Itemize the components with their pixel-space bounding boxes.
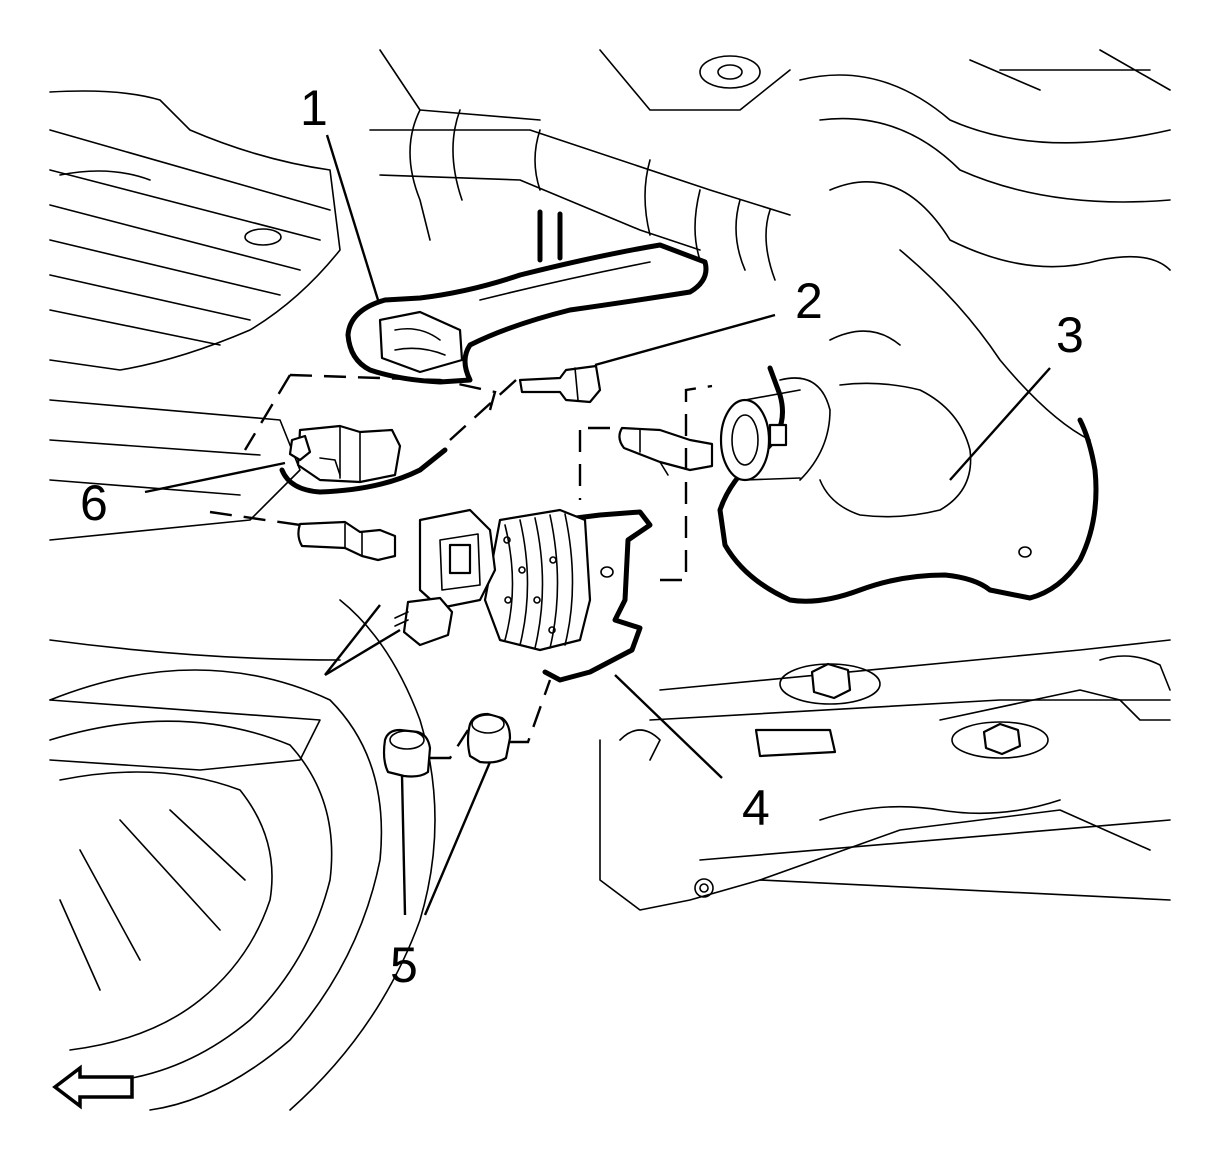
callout-2: 2 (795, 273, 823, 329)
component-6-connector (279, 424, 448, 495)
component-5-nuts (382, 712, 512, 778)
assembly-dash-lines (209, 373, 713, 760)
vehicle-underbody-background (49, 49, 1171, 1111)
callout-4: 4 (742, 780, 770, 836)
exhaust-stud (618, 426, 714, 476)
callout-1: 1 (300, 80, 328, 136)
exhaust-pipe-hose (345, 209, 709, 385)
leader-lines (144, 134, 1051, 916)
exhaust-converter (717, 330, 1099, 604)
callout-3: 3 (1056, 307, 1084, 363)
callout-5: 5 (390, 937, 418, 993)
component-4-assembly (297, 508, 653, 683)
callout-labels: 1 2 3 4 5 6 (80, 80, 1084, 993)
left-arrow-icon (52, 1064, 134, 1110)
callout-6: 6 (80, 475, 108, 531)
component-2-bolt (518, 364, 602, 404)
